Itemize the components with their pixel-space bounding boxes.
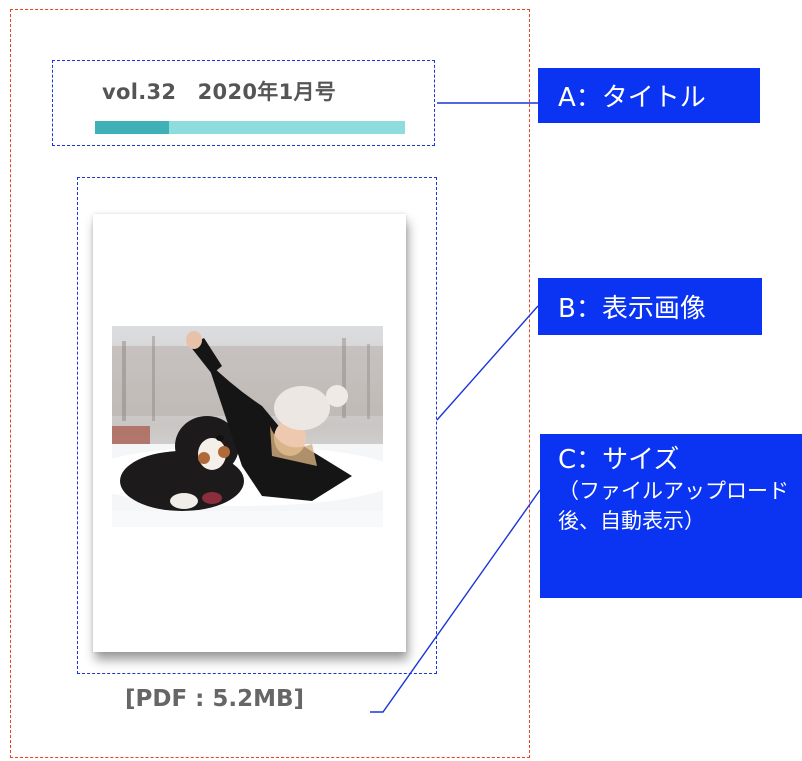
photo-illustration: [112, 326, 383, 527]
callout-c-size: C：サイズ （ファイルアップロード後、自動表示）: [540, 434, 802, 598]
callout-a-title: A：タイトル: [538, 68, 760, 123]
callout-a-label: A：タイトル: [558, 83, 706, 113]
title-underline-bar: [95, 121, 405, 134]
callout-c-note: （ファイルアップロード後、自動表示）: [558, 479, 789, 533]
issue-title: vol.32 2020年1月号: [102, 80, 337, 104]
display-image-region-box: [77, 177, 437, 674]
callout-b-image: B：表示画像: [538, 278, 762, 335]
file-size-label: [PDF : 5.2MB]: [125, 686, 305, 712]
dog-and-woman-in-snow-photo: [112, 326, 383, 527]
title-region-box: [52, 60, 435, 146]
title-underline-accent: [95, 121, 170, 134]
callout-b-label: B：表示画像: [558, 294, 706, 324]
callout-c-label: C：サイズ: [558, 445, 680, 475]
